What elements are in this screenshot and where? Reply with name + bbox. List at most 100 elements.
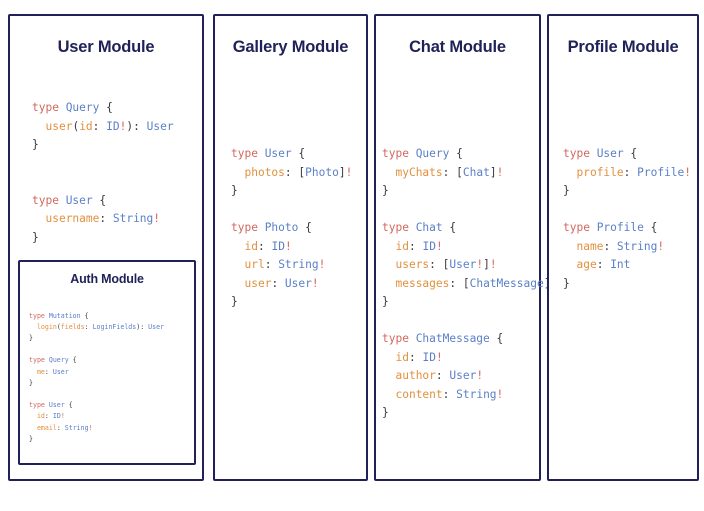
code-token-punct: ] (338, 165, 346, 179)
code-token-keyword: ! (684, 165, 692, 179)
code-token-keyword: ! (435, 239, 443, 253)
module-panel-chat[interactable]: Chat Module type Query { myChats: [Chat]… (374, 14, 557, 481)
code-token-punct: ] (489, 165, 497, 179)
code-token-field: users (395, 258, 430, 272)
code-token-punct (231, 258, 244, 271)
code-token-punct: } (231, 184, 238, 198)
code-token-punct: } (563, 276, 570, 290)
code-token-punct (29, 412, 37, 420)
code-token-punct (382, 258, 395, 271)
code-token-type: String (278, 258, 319, 272)
code-token-punct: } (563, 184, 570, 198)
code-token-punct: { (68, 356, 77, 365)
code-token-punct: : (264, 258, 279, 272)
code-token-punct: } (382, 295, 389, 309)
code-token-keyword: type (29, 401, 49, 410)
code-token-punct (382, 369, 395, 382)
code-token-field: email (36, 423, 57, 432)
code-token-type: String (64, 423, 89, 432)
code-token-punct: { (99, 101, 113, 115)
code-token-punct: } (382, 184, 389, 198)
code-token-type: Profile (596, 221, 644, 235)
code-token-punct (382, 277, 395, 290)
code-token-punct (29, 368, 37, 376)
code-token-punct: { (298, 221, 312, 235)
code-token-field: fields (60, 322, 85, 331)
module-code-chat: type Query { myChats: [Chat]! } type Cha… (382, 145, 557, 423)
code-token-punct (29, 323, 37, 331)
code-token-punct (382, 388, 395, 401)
code-token-punct: : (603, 239, 617, 253)
code-token-punct: : (596, 258, 611, 272)
code-token-type: User (148, 322, 165, 331)
code-token-punct: : (44, 367, 53, 376)
code-token-type: Profile (637, 165, 685, 179)
code-token-punct (32, 120, 45, 133)
code-token-type: ID (422, 350, 436, 364)
code-token-type: User (264, 147, 292, 161)
code-token-punct (563, 258, 576, 271)
code-token-type: ID (106, 119, 120, 133)
code-token-punct: : (408, 350, 423, 364)
code-token-keyword: ! (345, 165, 353, 179)
code-token-type: Mutation (48, 311, 81, 320)
code-token-field: content (395, 387, 443, 401)
code-token-punct: } (32, 230, 39, 244)
code-token-punct: } (29, 334, 33, 342)
code-token-punct: : (56, 423, 65, 432)
code-token-keyword: type (32, 193, 66, 207)
code-token-punct: : [ (442, 165, 463, 179)
code-token-punct: { (643, 221, 658, 235)
code-token-field: id (79, 119, 93, 133)
code-token-punct: ] (483, 258, 490, 272)
code-token-punct: : (257, 239, 272, 253)
code-token-punct: : (44, 412, 53, 421)
code-token-punct (563, 240, 576, 253)
code-token-punct: : (623, 165, 638, 179)
code-token-type: Query (48, 356, 69, 365)
code-token-punct: : (84, 322, 93, 331)
code-token-punct (32, 212, 45, 225)
module-code-gallery: type User { photos: [Photo]! } type Phot… (231, 145, 352, 312)
module-code-user: type Query { user(id: ID!): User } type … (32, 99, 174, 247)
code-token-keyword: type (382, 147, 416, 161)
code-token-type: Photo (264, 221, 299, 235)
code-token-type: Query (415, 147, 450, 161)
module-panel-user[interactable]: User Module type Query { user(id: ID!): … (8, 14, 204, 481)
code-token-type: Query (65, 101, 100, 115)
code-token-field: user (45, 119, 73, 133)
code-token-punct: : (442, 387, 457, 401)
code-token-keyword: ! (476, 258, 484, 272)
code-token-keyword: ! (496, 165, 504, 179)
code-token-type: Photo (305, 165, 339, 179)
code-token-punct: : (99, 212, 113, 226)
code-token-punct: : (92, 119, 107, 133)
code-token-punct (231, 277, 244, 290)
code-token-type: String (456, 387, 497, 401)
code-token-punct: { (64, 401, 73, 410)
code-token-type: ID (271, 239, 285, 253)
code-token-keyword: ! (489, 258, 497, 272)
module-title-user: User Module (57, 38, 155, 56)
code-token-punct: : [ (449, 276, 470, 290)
code-token-punct (231, 240, 244, 253)
module-panel-gallery[interactable]: Gallery Module type User { photos: [Phot… (213, 14, 368, 481)
code-token-punct (382, 351, 395, 364)
code-token-field: id (244, 239, 258, 253)
code-token-punct: ( (56, 322, 61, 331)
code-token-field: profile (576, 165, 624, 179)
module-panel-profile[interactable]: Profile Module type User { profile: Prof… (547, 14, 699, 481)
code-token-punct: : (408, 239, 423, 253)
module-panel-auth[interactable]: Auth Module type Mutation { login(fields… (18, 260, 196, 465)
code-token-punct: { (623, 147, 638, 161)
module-title-profile: Profile Module (567, 38, 679, 56)
code-token-punct: ( (72, 119, 80, 133)
code-token-keyword: ! (88, 423, 93, 432)
code-token-punct: } (32, 138, 39, 152)
module-title-gallery: Gallery Module (232, 38, 349, 56)
code-token-keyword: ! (60, 412, 65, 421)
code-token-type: User (146, 119, 174, 133)
code-token-field: id (395, 239, 409, 253)
code-token-keyword: type (382, 332, 416, 346)
code-token-keyword: type (29, 356, 49, 365)
